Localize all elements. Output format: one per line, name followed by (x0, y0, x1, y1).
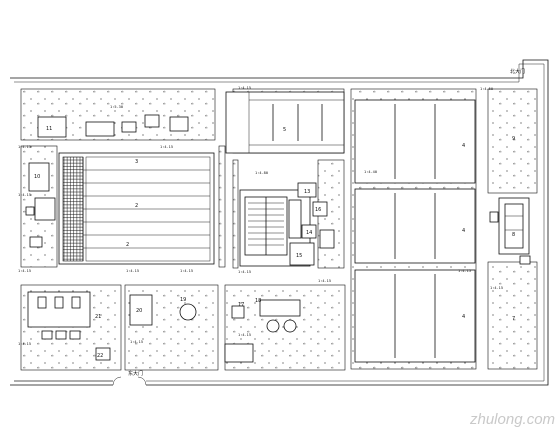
building-label: 9 (512, 136, 515, 142)
building-15 (289, 242, 315, 266)
building-13 (297, 182, 317, 198)
building-5-block (225, 91, 345, 154)
gate-left-label: 东大门 (128, 370, 143, 377)
building-label: 4 (462, 228, 465, 234)
level-note: 1:4.15 (490, 286, 503, 290)
building-label: 8 (512, 232, 515, 238)
building-label: 20 (136, 308, 142, 314)
east-equipment (489, 197, 531, 265)
level-note: 1:4.15 (180, 269, 193, 273)
site-boundary (10, 59, 549, 386)
level-note: 1:4.15 (18, 193, 31, 197)
building-label: 22 (97, 353, 103, 359)
level-notes: 1:4.15 1:4.15 1:5.30 1:4.80 1:4.40 1:4.1… (18, 86, 503, 346)
building-label: 11 (46, 126, 52, 132)
building-label: 16 (315, 207, 321, 213)
building-label: 2 (126, 242, 129, 248)
building-label: 19 (180, 297, 186, 303)
building-label: 13 (304, 189, 310, 195)
gate-right-label: 北大门 (510, 68, 525, 75)
building-label: 5 (283, 127, 286, 133)
aeration-tanks (58, 152, 215, 265)
building-label: 14 (306, 230, 312, 236)
watermark: zhulong.com (469, 411, 555, 428)
level-note: 1:4.40 (364, 170, 377, 174)
building-4-block (354, 99, 476, 363)
level-note: 1:4.15 (18, 269, 31, 273)
tank-19 (179, 303, 197, 321)
level-note: 1:4.15 (18, 342, 31, 346)
building-label: 4 (462, 314, 465, 320)
entrances: 东大门 北大门 (112, 68, 525, 386)
level-note: 1:4.80 (255, 171, 268, 175)
south-buildings (27, 291, 301, 363)
building-16 (312, 201, 328, 217)
building-22 (95, 347, 111, 361)
central-equipment (239, 182, 335, 267)
north-buildings (37, 114, 189, 138)
building-11 (37, 116, 67, 138)
building-label: 17 (238, 302, 244, 308)
level-note: 1:4.15 (458, 269, 471, 273)
level-note: 1:5.30 (110, 105, 123, 109)
building-label: 2 (135, 203, 138, 209)
level-note: 1:4.15 (160, 145, 173, 149)
west-buildings (25, 162, 56, 248)
building-20 (129, 294, 153, 326)
level-note: 1:4.50 (480, 87, 493, 91)
building-label: 7 (512, 316, 515, 322)
level-note: 1:4.15 (18, 145, 31, 149)
level-note: 1:4.15 (318, 279, 331, 283)
level-note: 1:4.15 (238, 333, 251, 337)
level-note: 1:4.15 (130, 340, 143, 344)
building-label: 4 (462, 143, 465, 149)
building-label: 3 (135, 159, 138, 165)
building-14 (301, 224, 317, 239)
building-10 (28, 162, 50, 192)
level-note: 1:4.15 (238, 86, 251, 90)
level-note: 1:4.15 (238, 270, 251, 274)
building-label: 21 (95, 314, 101, 320)
building-number-labels: 3 2 2 5 4 4 4 11 10 15 16 17 18 19 20 21… (34, 126, 515, 359)
building-label: 10 (34, 174, 40, 180)
building-label: 15 (296, 253, 302, 259)
level-note: 1:4.15 (126, 269, 139, 273)
building-12 (85, 121, 115, 137)
building-label: 18 (255, 298, 261, 304)
